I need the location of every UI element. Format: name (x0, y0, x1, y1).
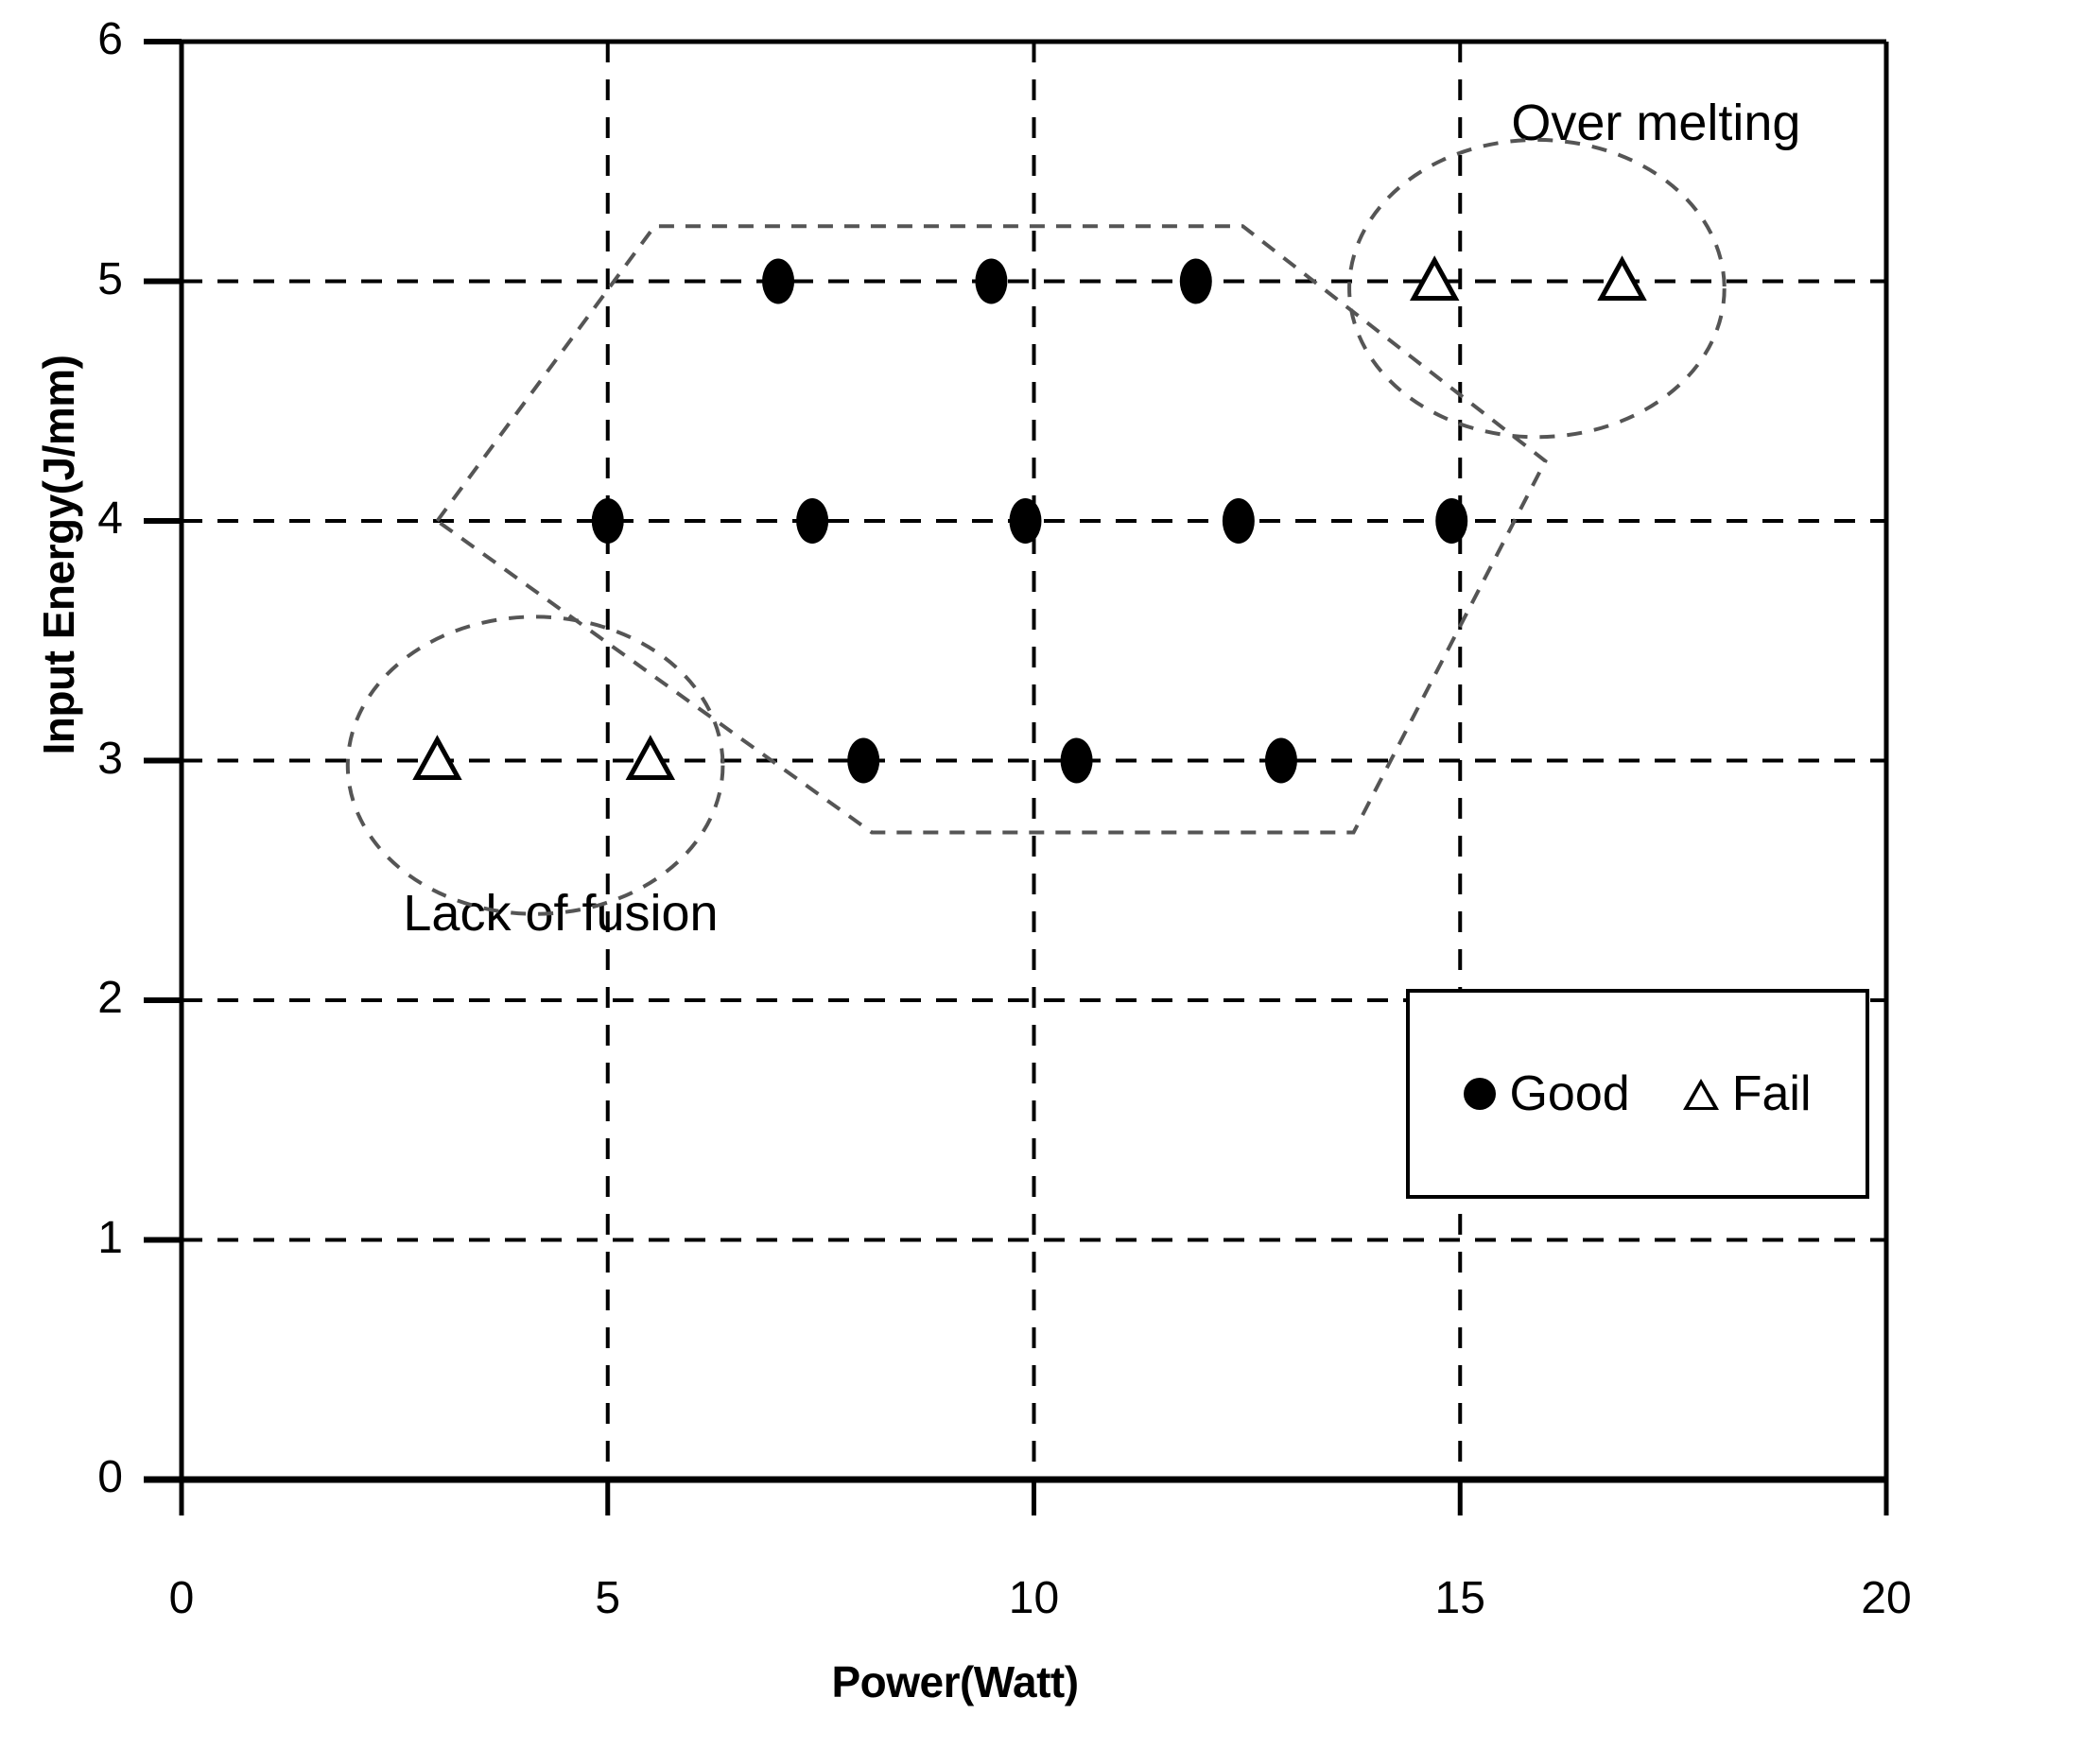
legend-item-good: Good (1464, 1065, 1630, 1122)
y-tick-label: 0 (97, 1452, 123, 1502)
data-point-good (1179, 258, 1212, 304)
data-point-good (762, 258, 795, 304)
region-label-lack-of-fusion: Lack of fusion (403, 885, 719, 943)
data-point-fail (1409, 255, 1460, 301)
region-lack-of-fusion-ellipse (345, 615, 725, 916)
data-point-good (1009, 498, 1042, 544)
region-label-over-melting: Over melting (1511, 94, 1801, 151)
x-tick-label: 15 (1434, 1573, 1485, 1623)
data-point-good (847, 737, 880, 784)
data-point-fail (412, 735, 462, 780)
legend-label-good: Good (1509, 1066, 1630, 1121)
legend-item-fail: Fail (1682, 1065, 1812, 1122)
y-tick-label: 6 (97, 14, 123, 64)
y-tick-label: 3 (97, 733, 123, 784)
data-point-good (1060, 737, 1093, 784)
x-axis-title: Power(Watt) (831, 1657, 1079, 1706)
data-point-good (591, 498, 624, 544)
y-tick-label: 2 (97, 973, 123, 1023)
open-triangle-icon (1682, 1078, 1719, 1110)
x-tick-label: 10 (1008, 1573, 1060, 1623)
data-point-good (1264, 737, 1297, 784)
data-point-fail (625, 735, 676, 780)
data-point-good (1435, 498, 1468, 544)
x-tick-label: 20 (1861, 1573, 1912, 1623)
x-tick-label: 0 (168, 1573, 195, 1623)
data-point-good (975, 258, 1008, 304)
filled-circle-icon (1464, 1078, 1497, 1110)
legend-label-fail: Fail (1731, 1066, 1812, 1121)
y-tick-label: 1 (97, 1212, 123, 1263)
data-point-fail (1597, 255, 1647, 301)
y-tick-label: 4 (97, 494, 123, 544)
region-good-process-window (434, 224, 1548, 835)
data-point-good (1222, 498, 1255, 544)
data-point-good (796, 498, 829, 544)
region-over-melting-ellipse (1347, 137, 1727, 440)
y-tick-label: 5 (97, 253, 123, 304)
legend: Good Fail (1406, 989, 1869, 1199)
x-tick-label: 5 (595, 1573, 621, 1623)
